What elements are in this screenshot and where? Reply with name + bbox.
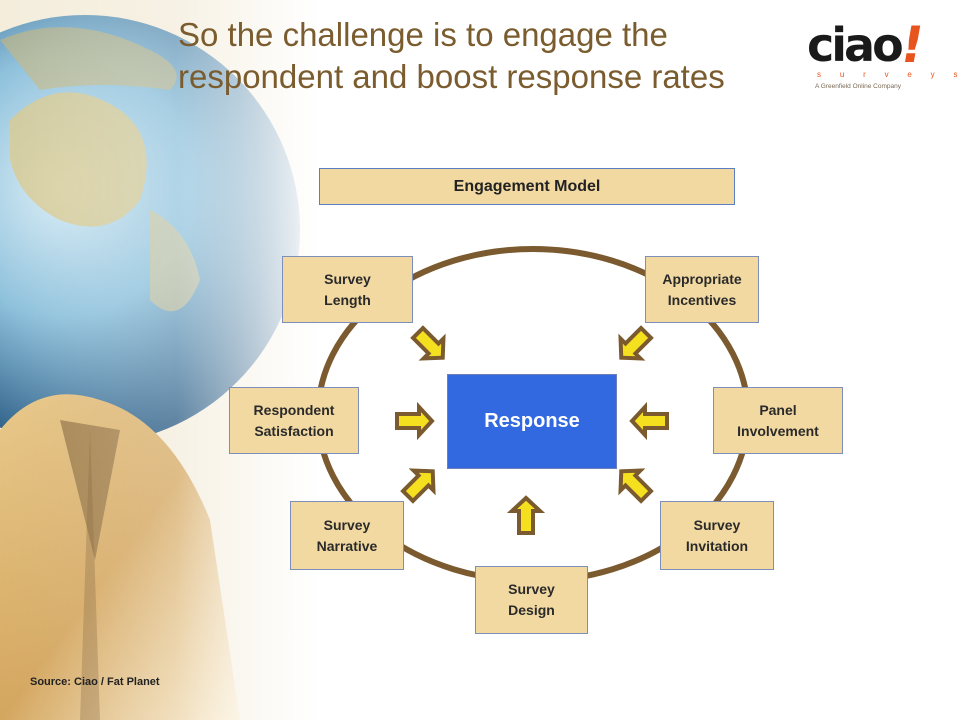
arrow-from-appropriate-incentives bbox=[618, 325, 654, 361]
slide-title-line-2: respondent and boost response rates bbox=[178, 58, 725, 95]
node-survey-narrative: Survey Narrative bbox=[290, 501, 404, 570]
arrow-from-panel-involvement bbox=[629, 401, 669, 441]
node-appropriate-incentives: Appropriate Incentives bbox=[645, 256, 759, 323]
engagement-model-header: Engagement Model bbox=[319, 168, 735, 205]
node-response-center: Response bbox=[447, 374, 617, 469]
node-survey-invitation: Survey Invitation bbox=[660, 501, 774, 570]
arrow-from-survey-invitation bbox=[618, 468, 654, 504]
slide-title: So the challenge is to engage the respon… bbox=[178, 14, 798, 98]
node-survey-length: Survey Length bbox=[282, 256, 413, 323]
arrow-from-survey-length bbox=[410, 325, 446, 361]
slide-title-line-1: So the challenge is to engage the bbox=[178, 16, 668, 53]
ciao-surveys-logo: ciao ! s u r v e y s A Greenfield Online… bbox=[805, 16, 958, 96]
node-survey-design: Survey Design bbox=[475, 566, 588, 634]
node-respondent-satisfaction: Respondent Satisfaction bbox=[229, 387, 359, 454]
arrow-from-respondent-satisfaction bbox=[395, 401, 435, 441]
logo-surveys-text: s u r v e y s bbox=[817, 70, 960, 79]
globe-person-background-image bbox=[0, 0, 320, 720]
logo-wordmark: ciao bbox=[807, 18, 904, 72]
logo-tagline: A Greenfield Online Company bbox=[815, 83, 901, 90]
node-panel-involvement: Panel Involvement bbox=[713, 387, 843, 454]
source-note: Source: Ciao / Fat Planet bbox=[30, 676, 160, 688]
arrow-from-survey-design bbox=[506, 495, 546, 535]
arrows-group bbox=[395, 325, 669, 535]
arrow-from-survey-narrative bbox=[400, 468, 436, 504]
